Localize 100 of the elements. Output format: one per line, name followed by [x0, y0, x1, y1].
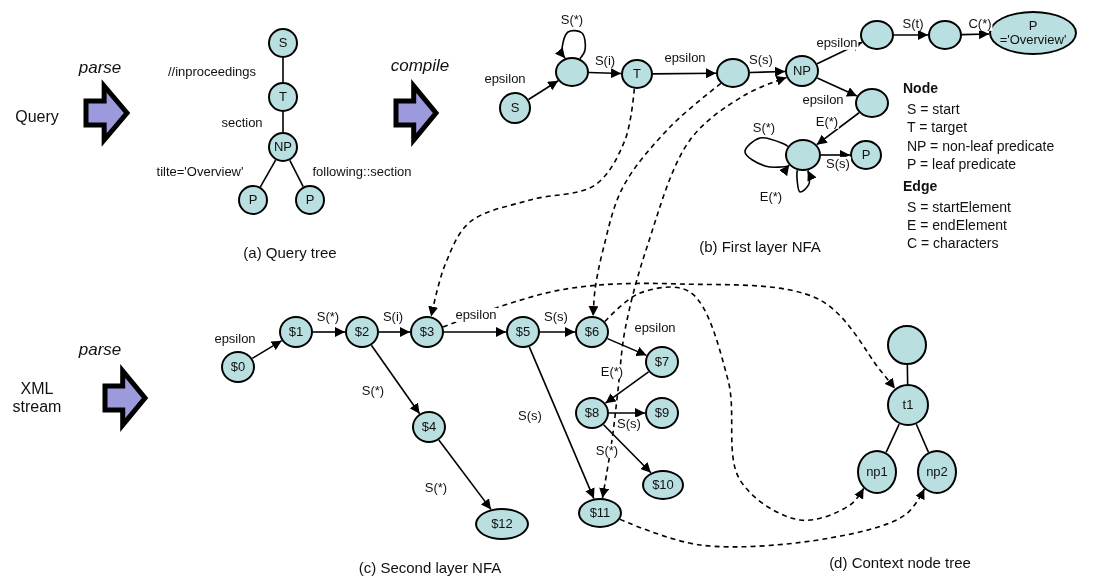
legend-entry: S = startElement — [907, 199, 1011, 216]
transition-arrow — [608, 408, 646, 418]
node-label: t1 — [902, 398, 914, 412]
node-label: P — [1028, 19, 1038, 33]
node-label: ='Overview' — [999, 33, 1067, 47]
dashed-arrow — [588, 82, 722, 317]
state-circle — [499, 92, 531, 124]
state-circle — [506, 316, 540, 348]
edge-label: epsilon — [454, 307, 498, 323]
state-circle — [642, 470, 684, 500]
panel-caption: (d) Context node tree — [829, 554, 971, 572]
node-label: np1 — [866, 465, 888, 479]
empty-state-circle — [555, 57, 589, 87]
state-circle — [621, 59, 653, 89]
tree-link — [259, 159, 277, 188]
legend-entry: C = characters — [907, 235, 999, 252]
dashed-arrow — [599, 75, 788, 499]
state-circle — [238, 185, 268, 215]
panel-caption: (b) First layer NFA — [699, 238, 821, 256]
transition-arrow — [528, 346, 595, 500]
state-circle — [857, 450, 897, 494]
tree-link — [906, 364, 909, 385]
node-label: T — [279, 90, 287, 104]
tree-link — [915, 423, 930, 453]
state-circle — [268, 82, 298, 112]
node-label: P — [861, 148, 871, 162]
transition-arrow — [370, 344, 421, 415]
state-circle — [575, 397, 609, 429]
edge-label: S(s) — [825, 156, 851, 172]
edge-label: S(i) — [381, 309, 405, 325]
edge-label: C(*) — [967, 16, 993, 32]
edge-label: S(*) — [360, 383, 386, 399]
dashed-arrow — [428, 88, 636, 318]
transition-arrow — [443, 327, 507, 337]
edge-label: //inproceedings — [166, 64, 258, 80]
edge-label: S(s) — [748, 52, 774, 68]
panel-caption: (c) Second layer NFA — [358, 559, 502, 577]
edge-label: epsilon — [663, 50, 707, 66]
transition-arrow — [749, 66, 786, 77]
edge-label: E(*) — [758, 189, 784, 205]
edge-label: S(s) — [616, 416, 642, 432]
self-loop-arrow — [796, 169, 817, 193]
node-label: $5 — [515, 325, 531, 339]
input-label: Query — [15, 107, 59, 127]
legend-entry: P = leaf predicate — [907, 156, 1017, 173]
tree-link — [885, 423, 900, 454]
dashed-arrow — [442, 282, 896, 390]
edge-label: E(*) — [814, 114, 840, 130]
state-circle — [575, 316, 609, 348]
state-circle — [850, 140, 882, 170]
state-circle — [295, 185, 325, 215]
edge-label: following::section — [311, 164, 413, 180]
node-label: T — [633, 67, 641, 81]
state-circle — [785, 55, 819, 87]
state-circle — [268, 132, 298, 162]
state-circle — [268, 28, 298, 58]
legend-heading: Edge — [903, 178, 938, 195]
legend-entry: NP = non-leaf predicate — [907, 138, 1055, 155]
edge-label: epsilon — [815, 35, 859, 51]
transition-arrow — [893, 30, 929, 40]
process-label: compile — [390, 56, 450, 76]
empty-state-circle — [928, 20, 962, 50]
process-label: parse — [78, 58, 122, 78]
state-circle — [221, 351, 255, 383]
input-label: XML stream — [12, 379, 62, 417]
transition-arrow — [588, 68, 622, 79]
node-label: NP — [273, 140, 293, 154]
transition-arrow — [438, 439, 492, 511]
node-label: $11 — [589, 506, 611, 520]
node-label: $8 — [584, 406, 600, 420]
edge-label: S(i) — [593, 53, 617, 69]
transition-arrow — [527, 79, 559, 101]
state-circle — [410, 316, 444, 348]
node-label: S — [278, 36, 288, 50]
state-circle — [645, 346, 679, 378]
dashed-arrow — [604, 286, 865, 522]
panel-caption: (a) Query tree — [243, 244, 337, 262]
edge-label: epsilon — [801, 92, 845, 108]
node-label: P — [305, 193, 315, 207]
transition-arrow — [251, 339, 283, 360]
state-circle — [412, 411, 446, 443]
edge-label: S(*) — [423, 480, 449, 496]
empty-state-circle — [887, 325, 927, 365]
empty-state-circle — [860, 20, 894, 50]
transition-arrow — [602, 423, 652, 474]
edge-label: S(s) — [517, 408, 543, 424]
edge-label: epsilon — [483, 71, 527, 87]
empty-state-circle — [785, 139, 821, 171]
state-circle — [279, 316, 313, 348]
node-label: $0 — [230, 360, 246, 374]
edge-label: S(*) — [594, 443, 620, 459]
edge-label: S(*) — [559, 12, 585, 28]
node-label: S — [510, 101, 520, 115]
edge-label: S(*) — [751, 120, 777, 136]
transition-arrow — [652, 68, 717, 79]
edge-label: S(t) — [901, 16, 925, 32]
node-label: $2 — [354, 325, 370, 339]
state-circle — [345, 316, 379, 348]
edge-label: epsilon — [213, 331, 257, 347]
node-label: NP — [792, 64, 812, 78]
